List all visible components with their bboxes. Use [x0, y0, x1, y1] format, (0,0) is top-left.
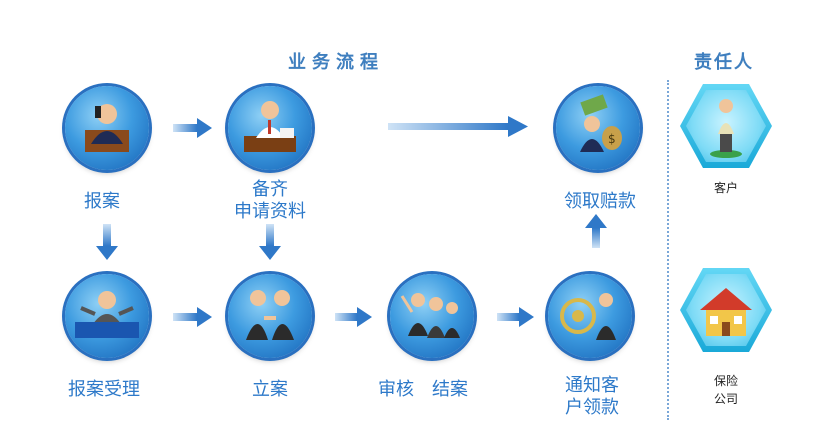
- step-prepare-label-line2: 申请资料: [234, 201, 306, 222]
- step-prepare-label-line1: 备齐: [252, 179, 288, 200]
- role-customer-label: 客户: [713, 181, 738, 195]
- step-payout-label: 领取赔款: [564, 191, 636, 212]
- divider: [667, 80, 669, 420]
- customer-person-icon: [710, 99, 742, 158]
- step-notify-label-line2: 户领款: [565, 397, 619, 418]
- arrow-notify-to-payout: [585, 214, 607, 248]
- house-icon: [700, 288, 752, 336]
- arrow-report-to-prepare: [173, 118, 212, 138]
- handshake-icon: [246, 290, 294, 340]
- step-accept-label: 报案受理: [68, 379, 140, 400]
- step-register-node: [228, 274, 312, 358]
- step-report-label: 报案: [84, 191, 120, 212]
- notify-icon: [560, 293, 616, 340]
- step-review-node: [390, 274, 474, 358]
- step-register-label: 立案: [252, 379, 288, 400]
- money-bag-icon: $: [580, 94, 622, 152]
- review-icon: [400, 293, 460, 338]
- step-prepare-node: [228, 86, 312, 170]
- process-heading: 业务流程: [288, 52, 384, 73]
- role-insurer-label-line2: 公司: [713, 392, 738, 406]
- arrow-review-to-notify: [497, 307, 534, 327]
- caller-icon: [85, 104, 129, 152]
- svg-text:$: $: [608, 132, 616, 146]
- arrow-register-to-review: [335, 307, 372, 327]
- clerk-icon: [244, 101, 296, 152]
- step-prepare-label: 备齐 申请资料: [234, 179, 306, 223]
- arrow-prepare-to-register: [259, 224, 281, 260]
- step-accept-node: [65, 274, 149, 358]
- role-insurer-label: 保险 公司: [694, 372, 758, 408]
- arrow-accept-to-register: [173, 307, 212, 327]
- step-notify-label: 通知客 户领款: [556, 375, 628, 419]
- arrow-prepare-to-payout: [388, 116, 528, 137]
- step-notify-label-line1: 通知客: [565, 375, 619, 396]
- step-notify-node: [548, 274, 632, 358]
- arrow-report-to-accept: [96, 224, 118, 260]
- receptionist-icon: [75, 291, 139, 338]
- responsible-heading: 责任人: [694, 52, 754, 73]
- role-insurer-label-line1: 保险: [713, 374, 738, 388]
- step-payout-node: $: [556, 86, 640, 170]
- step-review-label: 审核 结案: [378, 379, 468, 400]
- step-report-node: [65, 86, 149, 170]
